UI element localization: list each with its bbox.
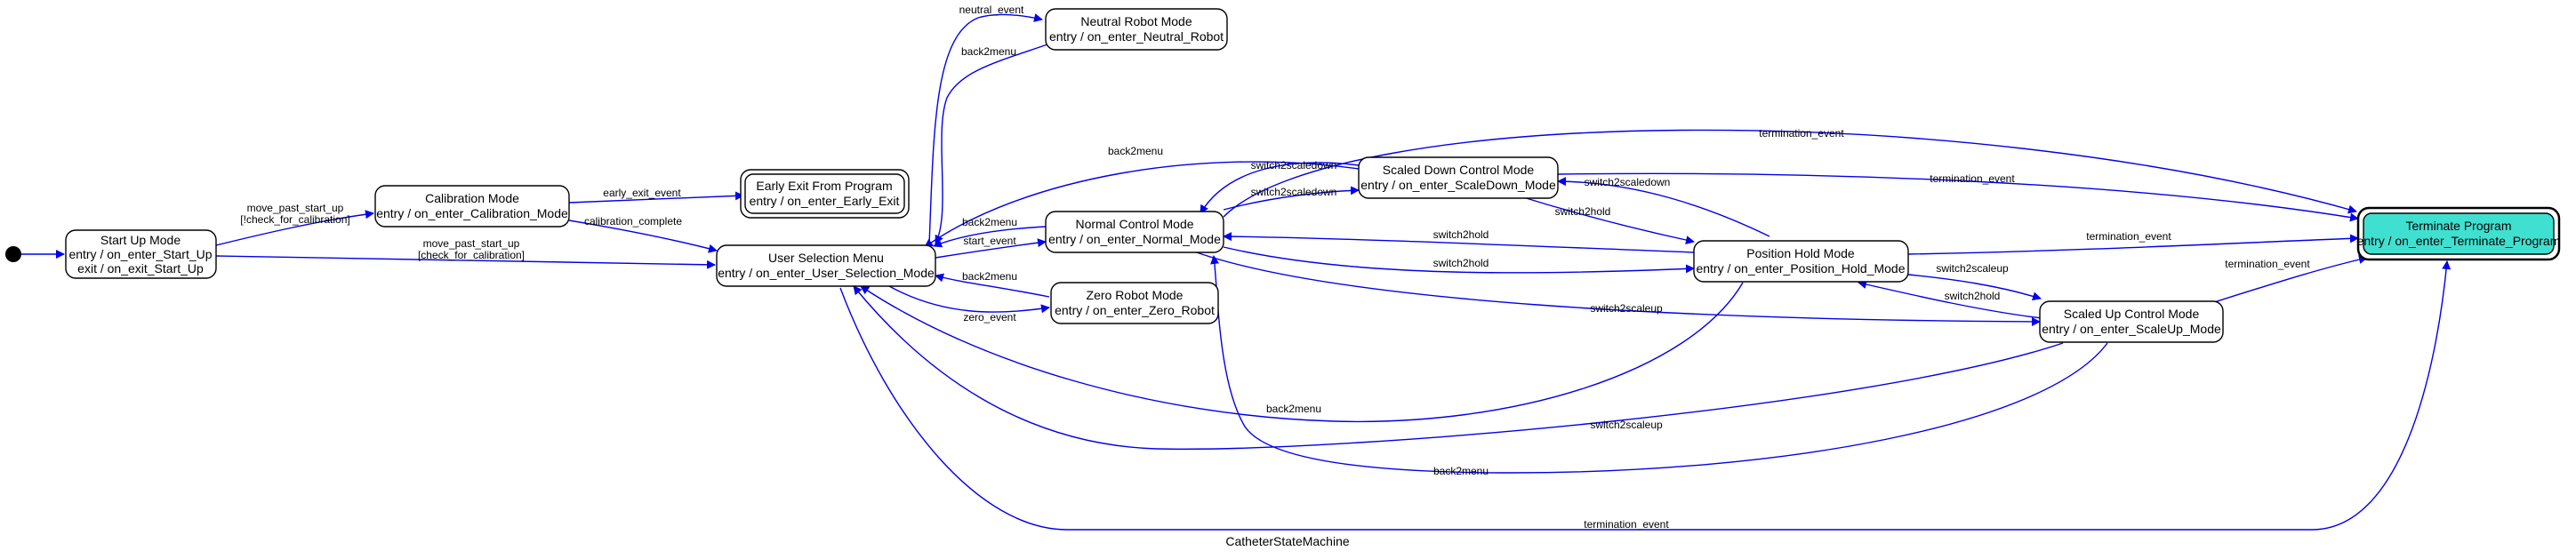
state-entry-action: entry / on_enter_Neutral_Robot [1049,29,1224,44]
edge-scaled-down-to-terminate [1557,172,2359,222]
state-title: User Selection Menu [768,251,884,265]
state-title: Neutral Robot Mode [1080,14,1192,28]
edge-neutral-to-user [935,44,1048,244]
state-user-selection[interactable]: User Selection Menu entry / on_enter_Use… [716,244,936,287]
edge-normal-to-scaled-up [1191,250,2041,326]
state-zero-robot[interactable]: Zero Robot Mode entry / on_enter_Zero_Ro… [1050,282,1219,324]
edge-scaled-up-to-user [853,285,2064,451]
edges [21,13,2452,531]
state-entry-action: entry / on_enter_Early_Exit [750,194,900,208]
state-entry-action: entry / on_enter_ScaleDown_Mode [1360,178,1556,192]
edge-normal-to-terminate [1223,129,2357,218]
label-ph-back2menu: back2menu [1266,403,1321,415]
label-start-to-user-2: [check_for_calibration] [418,249,525,261]
state-scaled-down[interactable]: Scaled Down Control Mode entry / on_ente… [1358,156,1559,199]
label-sd-to-ph: switch2hold [1555,205,1611,218]
label-zero-event: zero_event [963,311,1016,323]
edge-scaled-up-to-position-hold [1858,280,2042,319]
label-normal-back2menu: back2menu [962,216,1017,228]
nodes: Start Up Mode entry / on_enter_Start_Up … [65,8,2561,343]
label-su-to-user: switch2scaleup [1590,419,1663,431]
state-entry-action: entry / on_enter_ScaleUp_Mode [2042,322,2221,336]
label-ph-termination: termination_event [2086,230,2171,243]
label-neutral-event: neutral_event [959,4,1024,16]
edge-position-hold-to-terminate [1907,234,2359,255]
label-normal-to-sd: switch2scaledown [1251,186,1337,198]
state-terminate[interactable]: Terminate Program entry / on_enter_Termi… [2357,206,2561,261]
label-start-to-cal-1: move_past_start_up [247,202,344,214]
state-title: Scaled Up Control Mode [2064,307,2200,321]
label-ph-to-normal: switch2hold [1433,228,1489,241]
state-entry-action: entry / on_enter_Normal_Mode [1048,232,1221,246]
state-title: Zero Robot Mode [1087,288,1184,302]
state-calibration[interactable]: Calibration Mode entry / on_enter_Calibr… [374,185,570,228]
state-scaled-up[interactable]: Scaled Up Control Mode entry / on_enter_… [2039,300,2224,343]
label-ph-to-sd: switch2scaledown [1585,176,1671,188]
edge-normal-to-scaled-down [1223,186,1360,211]
state-title: Scaled Down Control Mode [1383,163,1535,177]
state-title: Start Up Mode [100,233,181,247]
state-position-hold[interactable]: Position Hold Mode entry / on_enter_Posi… [1693,240,1909,283]
label-neutral-back2menu: back2menu [961,45,1016,58]
edge-position-hold-to-user [860,282,1744,423]
edge-user-to-terminate [839,260,2452,531]
edge-normal-to-position-hold [1223,246,1695,274]
state-neutral[interactable]: Neutral Robot Mode entry / on_enter_Neut… [1045,8,1228,51]
label-user-termination: termination_event [1584,518,1669,531]
label-zero-back2menu: back2menu [962,270,1017,283]
state-entry-action: entry / on_enter_Zero_Robot [1055,303,1215,317]
edge-position-hold-to-normal [1223,232,1695,253]
label-start-event: start_event [963,235,1016,247]
label-calibration-complete: calibration_complete [584,215,682,228]
edge-user-to-normal [935,238,1047,259]
label-normal-to-su: switch2scaleup [1590,302,1663,315]
state-entry-action: entry / on_enter_Terminate_Program [2357,234,2561,248]
label-normal-to-ph: switch2hold [1433,257,1489,269]
state-normal-control[interactable]: Normal Control Mode entry / on_enter_Nor… [1045,211,1224,253]
label-start-to-user-1: move_past_start_up [423,237,520,250]
state-entry-action: entry / on_enter_Start_Up [68,247,212,261]
diagram-caption: CatheterStateMachine [1225,534,1350,548]
label-sd-to-normal: switch2scaledown [1251,159,1337,172]
edge-user-to-neutral [928,13,1043,246]
edge-scaled-down-to-user [924,161,1360,248]
edge-labels: move_past_start_up [!check_for_calibrati… [240,4,2310,531]
edge-calibration-to-user-selection [568,220,718,253]
edge-normal-to-user [933,226,1047,248]
edge-scaled-down-to-position-hold [1511,193,1695,244]
state-title: Position Hold Mode [1746,246,1855,260]
label-early-exit-event: early_exit_event [603,187,681,199]
state-entry-action: entry / on_enter_Calibration_Mode [376,206,568,220]
label-sd-termination: termination_event [1930,172,2015,185]
edge-start-to-user-selection [215,255,716,269]
state-exit-action: exit / on_exit_Start_Up [77,261,204,276]
edge-position-hold-to-scaled-down [1557,177,1770,237]
edge-zero-to-user [935,273,1050,298]
state-title: Calibration Mode [425,191,519,205]
edge-scaled-up-to-terminate [2213,255,2368,303]
edge-scaled-down-to-normal [1200,162,1360,214]
label-ph-to-su: switch2scaleup [1936,262,2009,275]
initial-state-dot [5,246,21,262]
edge-start-to-calibration [215,210,374,246]
state-title: Normal Control Mode [1075,217,1193,231]
edge-user-to-zero [888,285,1050,314]
state-entry-action: entry / on_enter_Position_Hold_Mode [1696,261,1905,276]
state-title: Terminate Program [2405,219,2511,233]
label-termination-top: termination_event [1759,127,1844,140]
edge-scaled-up-to-normal [1210,255,2108,474]
state-title: Early Exit From Program [756,179,892,193]
label-su-to-ph: switch2hold [1945,290,2001,302]
label-top-back2menu: back2menu [1108,145,1163,157]
state-start-up[interactable]: Start Up Mode entry / on_enter_Start_Up … [65,229,217,279]
edge-calibration-to-early-exit [568,191,744,204]
label-start-to-cal-2: [!check_for_calibration] [240,213,349,226]
state-early-exit[interactable]: Early Exit From Program entry / on_enter… [740,169,910,219]
edge-position-hold-to-scaled-up [1898,273,2042,301]
label-su-termination: termination_event [2225,258,2310,270]
state-entry-action: entry / on_enter_User_Selection_Mode [718,266,935,280]
label-su-back2menu: back2menu [1433,465,1489,477]
